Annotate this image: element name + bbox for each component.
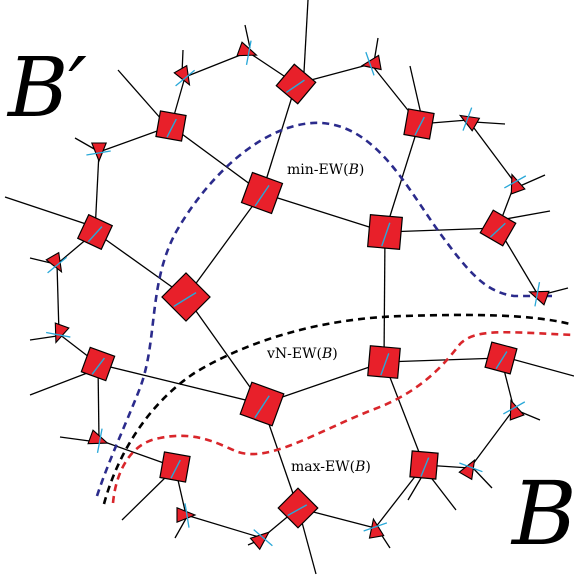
- boundary-tensor: [87, 428, 109, 453]
- min-ew-label-var: B: [348, 162, 359, 178]
- bulk-tensor: [155, 110, 187, 142]
- max-ew-label-var: B: [355, 459, 366, 475]
- vn-ew-label-prefix: vN-EW(: [267, 346, 322, 362]
- bulk-tensor: [403, 108, 435, 140]
- network-edge: [383, 361, 425, 466]
- boundary-tensor: [46, 322, 71, 344]
- region-b-label: B: [512, 462, 574, 565]
- network-edge: [185, 296, 263, 405]
- cut-curves: [95, 121, 574, 505]
- boundary-tensor: [528, 282, 550, 307]
- bulk-tensor: [239, 381, 285, 427]
- bulk-tensor: [277, 487, 319, 529]
- max-ew-label-prefix: max-EW(: [291, 459, 356, 475]
- boundary-tensor: [503, 399, 526, 421]
- external-leg: [244, 24, 251, 49]
- max-ew-label: max-EW(B): [290, 459, 372, 475]
- external-leg: [74, 137, 97, 151]
- network-edge: [185, 514, 263, 539]
- external-leg: [303, 0, 309, 73]
- boundary-tensor: [363, 517, 388, 539]
- boundary-tensor: [86, 142, 111, 163]
- external-leg: [507, 357, 574, 377]
- network-edge: [384, 227, 499, 233]
- external-leg: [117, 69, 163, 121]
- external-leg: [519, 174, 546, 187]
- bulk-tensor: [479, 209, 517, 247]
- boundary-tensor: [458, 458, 483, 481]
- vn-ew-label-suffix: ): [332, 346, 338, 362]
- bulk-tensor: [159, 451, 191, 483]
- external-leg: [121, 472, 171, 521]
- network-edge: [467, 119, 516, 184]
- boundary-tensor: [360, 51, 382, 76]
- region-b-prime-label: B′: [8, 41, 87, 136]
- network-nodes: [45, 40, 550, 551]
- network-edge: [261, 192, 386, 233]
- bulk-tensor: [240, 171, 284, 215]
- vn-ew-label-var: B: [321, 346, 333, 362]
- bulk-tensor: [409, 450, 439, 480]
- max-ew-curve: [111, 330, 574, 504]
- boundary-tensor: [458, 107, 481, 132]
- bulk-tensor: [76, 213, 114, 251]
- network-edge: [383, 357, 502, 363]
- network-edge: [261, 83, 297, 194]
- external-leg: [409, 65, 422, 115]
- boundary-tensor: [249, 529, 273, 551]
- bulk-tensor: [80, 346, 116, 382]
- boundary-tensor: [176, 503, 197, 528]
- bulk-tensor: [161, 272, 211, 322]
- network-edge: [469, 408, 515, 469]
- external-leg: [472, 467, 493, 489]
- boundary-tensor: [173, 64, 196, 87]
- bulk-tensor: [367, 214, 403, 250]
- external-leg: [29, 335, 58, 341]
- bulk-tensor: [367, 345, 401, 379]
- boundary-tensor: [45, 251, 68, 274]
- external-leg: [473, 121, 506, 125]
- boundary-tensor: [504, 173, 527, 195]
- vn-ew-curve: [102, 313, 571, 505]
- boundary-tensor: [236, 40, 258, 65]
- bulk-tensor: [484, 341, 518, 375]
- min-ew-label-prefix: min-EW(: [287, 162, 349, 178]
- network-edges: [4, 0, 574, 575]
- bulk-tensor: [275, 63, 317, 105]
- min-ew-label: min-EW(B): [286, 162, 366, 178]
- network-edge: [383, 231, 386, 363]
- network-edge: [94, 231, 187, 298]
- network-edge: [170, 125, 263, 194]
- network-edge: [56, 263, 60, 335]
- external-leg: [4, 196, 93, 227]
- network-edge: [185, 192, 263, 298]
- external-leg: [299, 514, 317, 575]
- max-ew-label-suffix: ): [365, 459, 371, 475]
- min-ew-curve: [95, 121, 552, 497]
- min-ew-label-suffix: ): [358, 162, 365, 178]
- external-leg: [29, 369, 96, 396]
- vn-ew-label: vN-EW(B): [266, 346, 339, 362]
